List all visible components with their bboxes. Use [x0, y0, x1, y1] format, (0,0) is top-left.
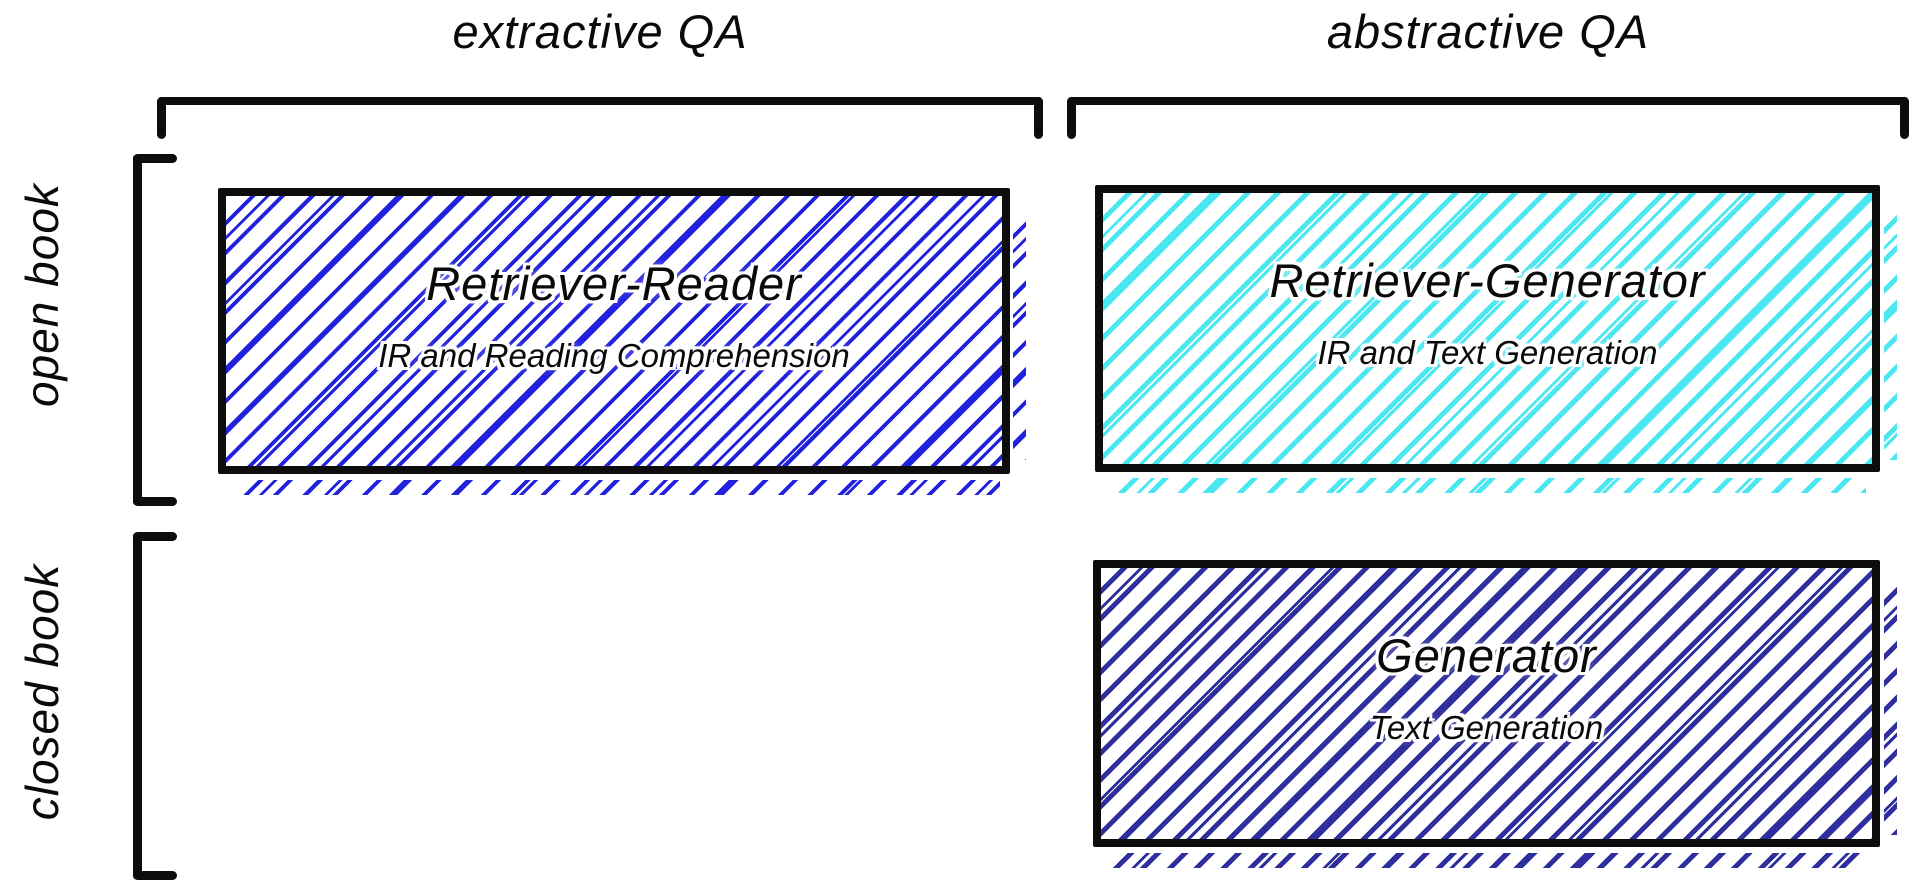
cell-title-retriever-reader: Retriever-Reader: [426, 256, 802, 310]
cell-subtitle-retriever-reader: IR and Reading Comprehension: [378, 336, 850, 374]
cell-content: Retriever-Generator IR and Text Generati…: [1269, 253, 1705, 372]
cell-subtitle-retriever-generator: IR and Text Generation: [1317, 334, 1658, 371]
hatch-spill-right-generator: [1884, 580, 1897, 835]
hatch-spill-bottom-generator: [1108, 853, 1864, 868]
cell-retriever-reader: Retriever-Reader IR and Reading Comprehe…: [218, 188, 1010, 474]
column-header-abstractive-qa: abstractive QA: [1326, 5, 1650, 58]
cell-generator: Generator Text Generation: [1093, 560, 1880, 847]
cell-subtitle-generator: Text Generation: [1369, 709, 1604, 746]
cell-retriever-generator: Retriever-Generator IR and Text Generati…: [1095, 185, 1880, 472]
row-bracket-closed-book: [133, 532, 179, 880]
hatch-spill-right-retriever-reader: [1013, 210, 1026, 460]
row-label-open-book: open book: [16, 183, 68, 407]
cell-content: Generator Text Generation: [1370, 628, 1604, 747]
hatch-spill-right-retriever-generator: [1884, 205, 1897, 460]
column-header-extractive-qa: extractive QA: [452, 5, 748, 58]
hatch-spill-bottom-retriever-reader: [234, 480, 1000, 495]
hatch-spill-bottom-retriever-generator: [1110, 478, 1866, 493]
cell-title-retriever-generator: Retriever-Generator: [1269, 254, 1706, 307]
row-label-closed-book: closed book: [16, 563, 68, 821]
top-bracket-extractive: [157, 97, 1043, 139]
cell-content: Retriever-Reader IR and Reading Comprehe…: [378, 256, 849, 375]
cell-title-generator: Generator: [1376, 629, 1597, 682]
row-bracket-open-book: [133, 154, 179, 506]
top-bracket-abstractive: [1067, 97, 1909, 139]
